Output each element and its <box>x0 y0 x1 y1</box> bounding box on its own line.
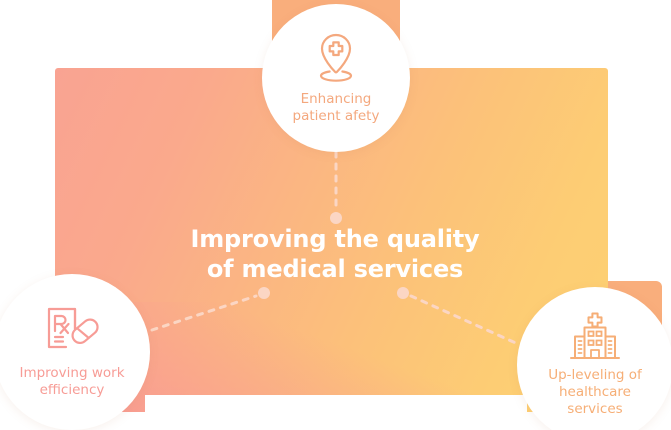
node-right-label-line-1: Up-leveling of <box>548 367 642 383</box>
node-up-leveling-healthcare-services[interactable]: Up-leveling of healthcare services <box>517 287 671 430</box>
node-enhancing-patient-safety[interactable]: Enhancing patient afety <box>262 4 410 152</box>
center-headline: Improving the quality of medical service… <box>160 224 510 284</box>
hospital-building-icon <box>567 312 623 360</box>
right-connector <box>397 287 520 346</box>
map-pin-medical-cross-icon <box>312 31 360 83</box>
node-top-label: Enhancing patient afety <box>293 91 380 125</box>
node-right-label-line-3: services <box>567 401 623 417</box>
node-left-label-line-2: efficiency <box>39 381 105 398</box>
top-connector <box>330 150 342 224</box>
bottom-notch <box>145 395 527 430</box>
node-top-label-line-2: patient afety <box>292 108 380 124</box>
node-right-label-line-2: healthcare <box>558 384 631 400</box>
center-headline-line-1: Improving the quality <box>190 225 480 253</box>
node-left-label-line-1: Improving work <box>19 364 125 381</box>
node-right-label: Up-leveling of healthcare services <box>548 367 642 418</box>
prescription-rx-pill-icon <box>44 306 100 356</box>
node-top-label-line-1: Enhancing <box>300 91 372 107</box>
center-headline-line-2: of medical services <box>206 255 464 283</box>
node-improving-work-efficiency[interactable]: Improving work efficiency <box>0 274 150 430</box>
node-left-label: Improving work efficiency <box>19 365 124 399</box>
left-connector <box>150 287 270 332</box>
